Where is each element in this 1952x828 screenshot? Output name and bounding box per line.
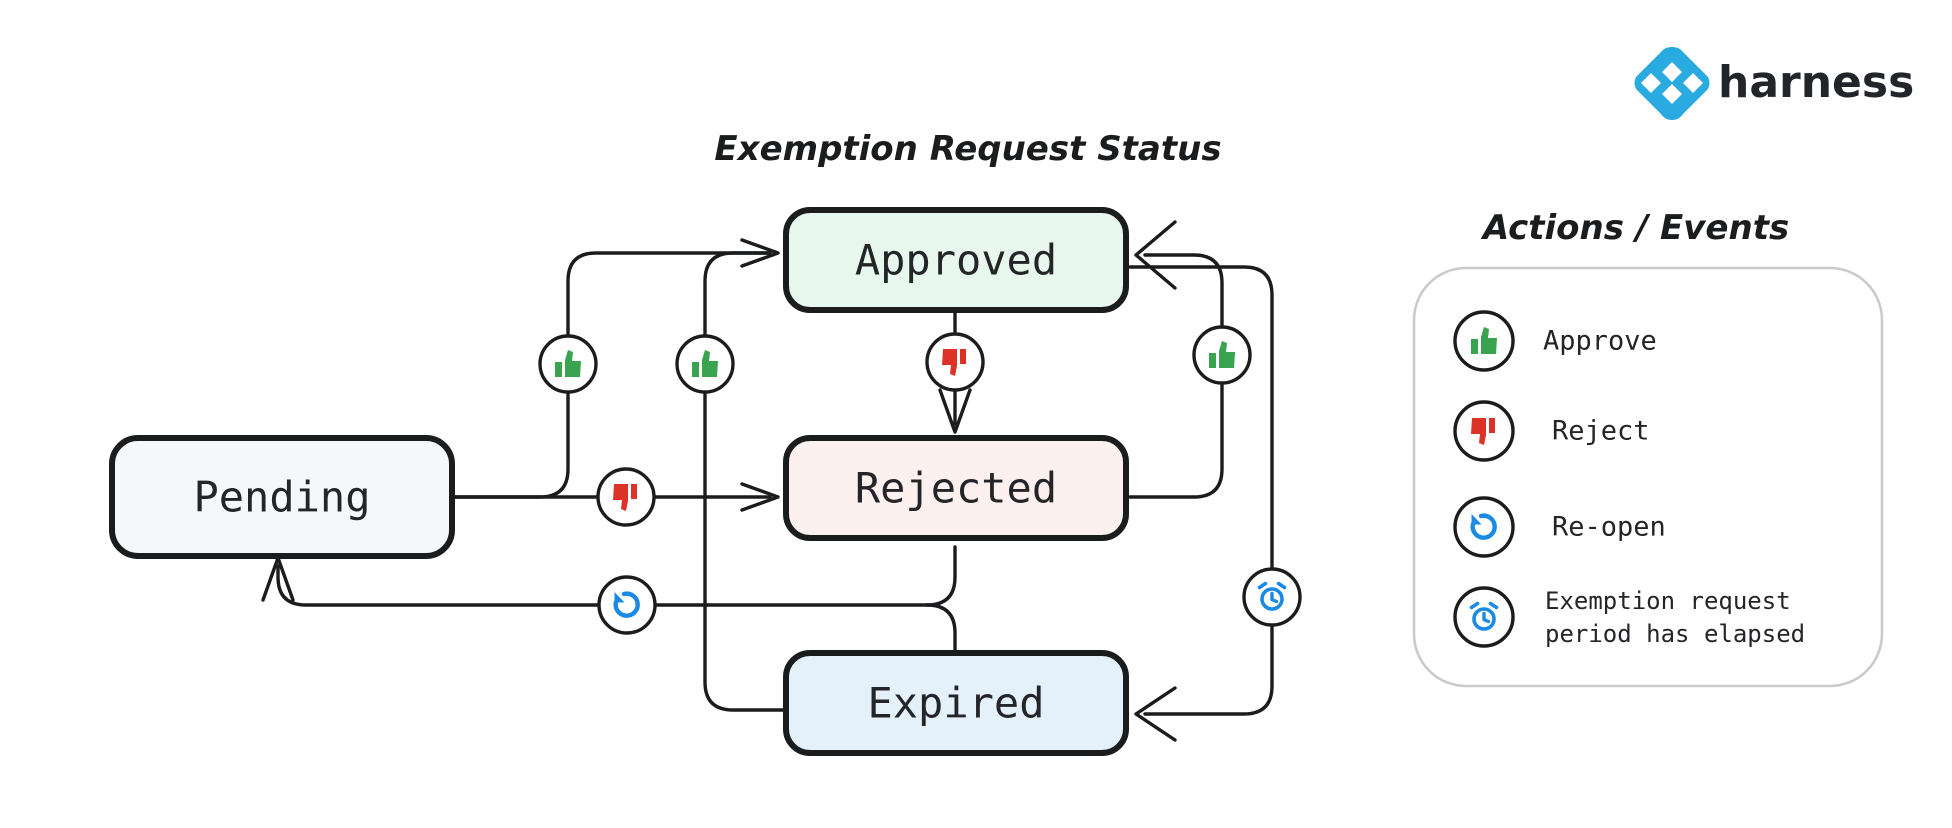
brand-logo: harness — [1634, 46, 1914, 121]
edge-badge-pending-reject[interactable] — [596, 467, 656, 527]
legend-label-reject: Reject — [1552, 416, 1650, 447]
state-box-expired[interactable] — [783, 650, 1129, 756]
edge-expired-to-approved — [703, 251, 788, 712]
legend-item-reopen[interactable]: Re-open — [1453, 496, 1666, 558]
edge-badge-rejected-approve[interactable] — [1192, 325, 1252, 385]
edge-badge-approved-expired-clock[interactable] — [1242, 567, 1302, 627]
legend-item-reject[interactable]: Reject — [1453, 400, 1650, 462]
arrowhead-pending-to-rejected — [740, 482, 780, 512]
state-box-rejected[interactable] — [783, 435, 1129, 541]
edge-expired-to-reopen-junction — [925, 603, 957, 655]
arrowhead-pending-to-approved — [740, 238, 780, 268]
badge-circle — [1453, 496, 1515, 558]
legend-label-elapsed-line2: period has elapsed — [1545, 620, 1805, 648]
badge-circle[interactable] — [597, 575, 657, 635]
edge-badge-reopen[interactable] — [597, 575, 657, 635]
arrowhead-approved-to-rejected — [938, 388, 972, 434]
edge-badge-expired-approve[interactable] — [675, 334, 735, 394]
arrowhead-approved-to-expired — [1134, 686, 1177, 742]
harness-diamond-logo-icon — [1634, 46, 1710, 121]
state-node-approved[interactable]: Approved — [783, 207, 1129, 313]
state-label-expired: Expired — [867, 679, 1044, 728]
legend-title: Actions / Events — [1480, 208, 1789, 248]
state-label-approved: Approved — [855, 236, 1057, 285]
edge-badge-pending-approve[interactable] — [538, 334, 598, 394]
state-label-rejected: Rejected — [855, 464, 1057, 513]
edge-approved-to-expired — [1128, 265, 1274, 716]
edge-reopen-to-pending — [276, 564, 929, 607]
legend-label-elapsed-line1: Exemption request — [1545, 587, 1791, 615]
state-box-approved[interactable] — [783, 207, 1129, 313]
state-node-rejected[interactable]: Rejected — [783, 435, 1129, 541]
arrowhead-rejected-to-approved — [1134, 220, 1177, 290]
state-node-expired[interactable]: Expired — [783, 650, 1129, 756]
state-box-pending[interactable] — [109, 435, 455, 559]
page-title: Exemption Request Status — [714, 129, 1221, 169]
legend-panel — [1412, 266, 1884, 688]
legend-label-reopen: Re-open — [1552, 512, 1666, 543]
brand-name: harness — [1718, 57, 1914, 108]
state-label-pending: Pending — [193, 473, 370, 522]
edge-layer — [261, 220, 1274, 742]
state-node-pending[interactable]: Pending — [109, 435, 455, 559]
legend-label-approve: Approve — [1543, 326, 1657, 357]
legend-item-elapsed[interactable]: Exemption request period has elapsed — [1453, 586, 1805, 648]
edge-badge-approved-reject[interactable] — [925, 332, 985, 392]
edge-rejected-to-reopen-junction — [925, 545, 957, 607]
legend-item-approve[interactable]: Approve — [1453, 310, 1657, 372]
